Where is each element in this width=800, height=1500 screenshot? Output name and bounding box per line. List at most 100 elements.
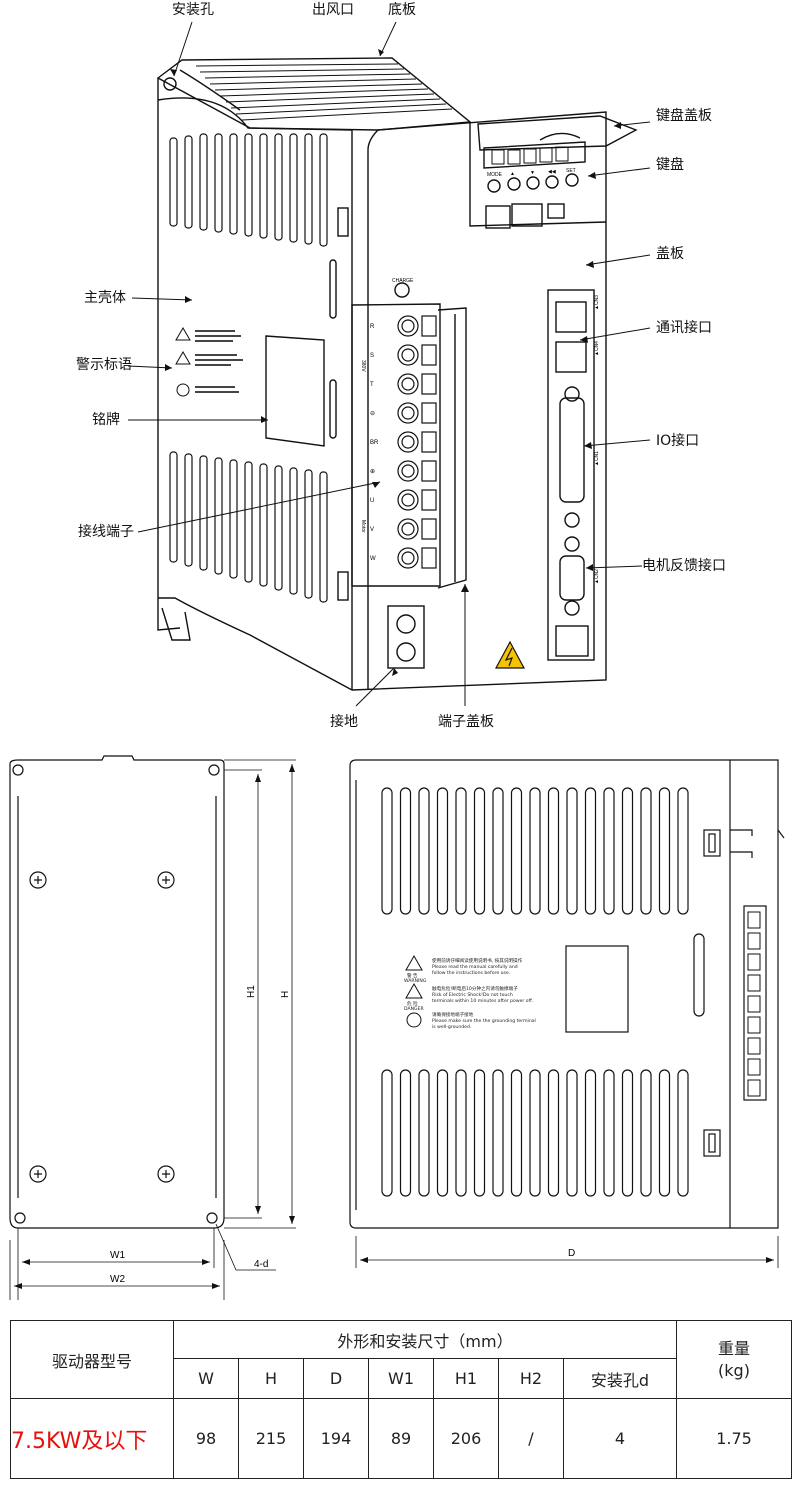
vent-slot [547,1069,560,1197]
cn2-label: ▲CN2 [594,569,600,584]
dim-h1: H1 [246,985,257,998]
col-w: W [173,1358,239,1399]
label-motor-feedback: 电机反馈接口 [642,558,726,574]
label-comm-port: 通讯接口 [656,320,712,336]
terminal-screw-head [401,377,415,391]
label-main-housing: 主壳体 [84,290,126,306]
terminal-screw-head [401,435,415,449]
label-terminal-block: 接线端子 [78,524,134,540]
terminal-clamp [421,431,437,453]
cn4-label: ▲CN4 [594,341,600,356]
vent-slot [621,1069,634,1197]
key-label: SET [566,168,576,174]
terminal-screw-head [401,551,415,565]
side-warning-line8: Please make sure the the grounding termi… [432,1018,536,1024]
vent-slot [399,1069,412,1197]
charge-label: CHARGE [392,278,414,284]
side-warning-tag1a: 警 告 [407,972,418,979]
terminal-label: ⊕ [370,469,375,475]
v380-label: 380V [360,360,366,372]
vent-slot [381,1069,393,1197]
side-terminal [747,953,761,971]
terminal-clamp [421,518,437,540]
terminal-screw [397,315,419,337]
vent-slot [455,787,467,915]
terminal-label: S [370,353,374,359]
terminal-label: W [370,556,376,562]
label-mount-hole: 安装孔 [172,2,214,18]
value-w: 98 [173,1398,239,1479]
value-w1: 89 [368,1398,434,1479]
vent-slot [436,1069,449,1197]
dim-w2: W2 [110,1274,125,1285]
dimension-drawings: H1 H W1 W2 4-d D 使用前请仔细阅读使用说明书, 按其说明操作 P… [9,755,785,1300]
vent-slot [510,1069,523,1197]
header-model: 驱动器型号 [10,1320,174,1399]
label-warning-label: 警示标语 [76,357,132,373]
vent-slot [492,787,504,915]
side-warning-tag2a: 危 险 [407,1000,418,1007]
dim-d: D [568,1248,575,1259]
label-keypad-cover: 键盘盖板 [656,108,712,124]
side-warning-line6: terminals within 10 minutes after power … [432,998,533,1004]
col-d: D [303,1358,369,1399]
vent-slot [418,1069,430,1197]
dim-hole: 4-d [254,1259,268,1270]
vent-slot [566,1069,578,1197]
value-h2: / [498,1398,564,1479]
label-ground: 接地 [330,714,358,730]
vent-slot [677,787,689,915]
vent-slot [658,1069,671,1197]
header-weight: 重量(kg) [676,1320,792,1399]
terminal-label: V [370,527,374,533]
side-terminal [747,932,761,950]
label-terminal-cover: 端子盖板 [438,714,494,730]
vent-slot [436,787,449,915]
terminal-clamp [421,402,437,424]
side-warning-line3: follow the instructions before use. [432,970,510,976]
terminal-clamp [421,547,437,569]
vent-slot [399,787,412,915]
dim-h: H [280,991,291,998]
terminal-screw-head [401,406,415,420]
vent-slot [640,1069,652,1197]
vent-slot [473,787,486,915]
terminal-clamp [421,460,437,482]
terminal-screw [397,518,419,540]
terminal-screw [397,489,419,511]
side-warning-line7: 请确保接地端子接地 [432,1011,474,1018]
label-nameplate: 铭牌 [92,412,120,428]
vent-slot [529,787,541,915]
vent-slot [658,787,671,915]
terminal-screw [397,431,419,453]
cn3-label: ▲CN3 [594,295,600,310]
side-warning-tag1b: WARNING [404,978,427,984]
terminal-screw-head [401,493,415,507]
side-warning-line9: is well-grounded. [432,1024,471,1030]
terminal-label: U [370,498,374,504]
vent-slot [418,787,430,915]
terminal-screw-head [401,319,415,333]
label-air-outlet: 出风口 [312,2,354,18]
vent-slot [584,787,597,915]
dim-w1: W1 [110,1250,125,1261]
side-warning-line2: Please read the manual carefully and [432,964,518,970]
terminal-screw [397,344,419,366]
high-voltage-warning-icon [494,640,526,669]
terminal-label: ⊖ [370,411,375,417]
vent-slot [381,787,393,915]
side-terminal [747,911,761,929]
terminal-screw [397,460,419,482]
header-dimensions: 外形和安装尺寸（mm） [173,1320,677,1359]
terminal-label: R [370,324,375,330]
side-terminal [747,995,761,1013]
cn1-label: ▲CN1 [594,451,600,466]
side-terminal [747,1058,761,1076]
vent-slot [621,787,634,915]
value-h: 215 [238,1398,304,1479]
col-hole: 安装孔d [563,1358,677,1399]
terminal-screw [397,547,419,569]
col-w1: W1 [368,1358,434,1399]
vent-slot [455,1069,467,1197]
servo-drive-isometric-drawing: CHARGE MODE▲▼◀◀SET RST⊖BR⊕UVW 380V Motor… [127,21,651,707]
